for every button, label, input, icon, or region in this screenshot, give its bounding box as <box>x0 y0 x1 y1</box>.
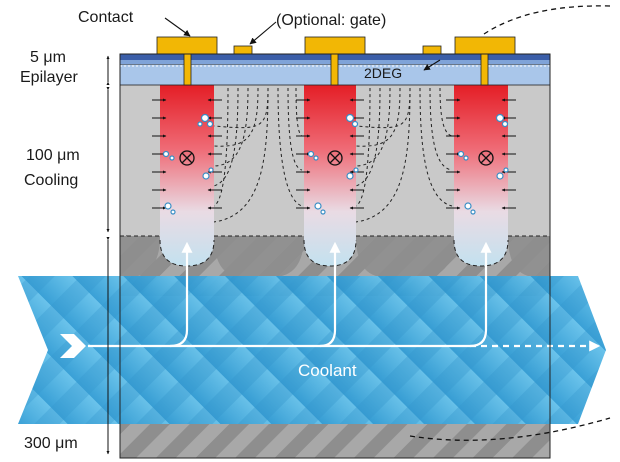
contact-1-via <box>183 53 192 86</box>
contact-3-via <box>480 53 489 86</box>
contact-1 <box>156 36 218 55</box>
device-outline <box>119 53 551 459</box>
channel-2 <box>304 85 356 266</box>
twodeg-label: 2DEG <box>364 65 402 81</box>
twodeg-pointer-arrow <box>423 59 441 71</box>
contacts <box>156 36 516 86</box>
channel-3 <box>454 85 508 266</box>
channel-1 <box>160 85 214 266</box>
heat-flow-lines <box>120 87 453 237</box>
substrate-thickness-label: 300 μm <box>24 435 78 452</box>
contact-2 <box>304 36 366 55</box>
cooling-thickness-label: 100 μm <box>26 147 80 164</box>
coolant-flow-band <box>18 276 606 424</box>
gate-2 <box>422 45 442 55</box>
contact-label: Contact <box>78 9 134 26</box>
gate-pointer-arrow <box>249 21 277 45</box>
zoom-arc-top <box>483 5 611 35</box>
gate-1 <box>233 45 253 55</box>
contact-pointer-arrow <box>164 17 191 37</box>
coolant-inlet-chevron-icon <box>60 334 86 358</box>
cooling-channels <box>160 85 508 266</box>
epilayer-label: Epilayer <box>20 69 78 86</box>
bubble-icons <box>162 113 509 215</box>
contact-2-via <box>330 53 339 86</box>
epi-thickness-label: 5 μm <box>30 49 66 66</box>
cooling-label: Cooling <box>24 172 78 189</box>
coolant-label: Coolant <box>298 361 357 380</box>
current-into-page-icons <box>179 150 494 166</box>
coolant-flow-lines <box>88 241 601 352</box>
substrate-hatched-bottom <box>120 424 550 458</box>
contact-3 <box>454 36 516 55</box>
gate-label: (Optional: gate) <box>276 12 386 29</box>
zoom-arc-bottom <box>409 417 611 441</box>
